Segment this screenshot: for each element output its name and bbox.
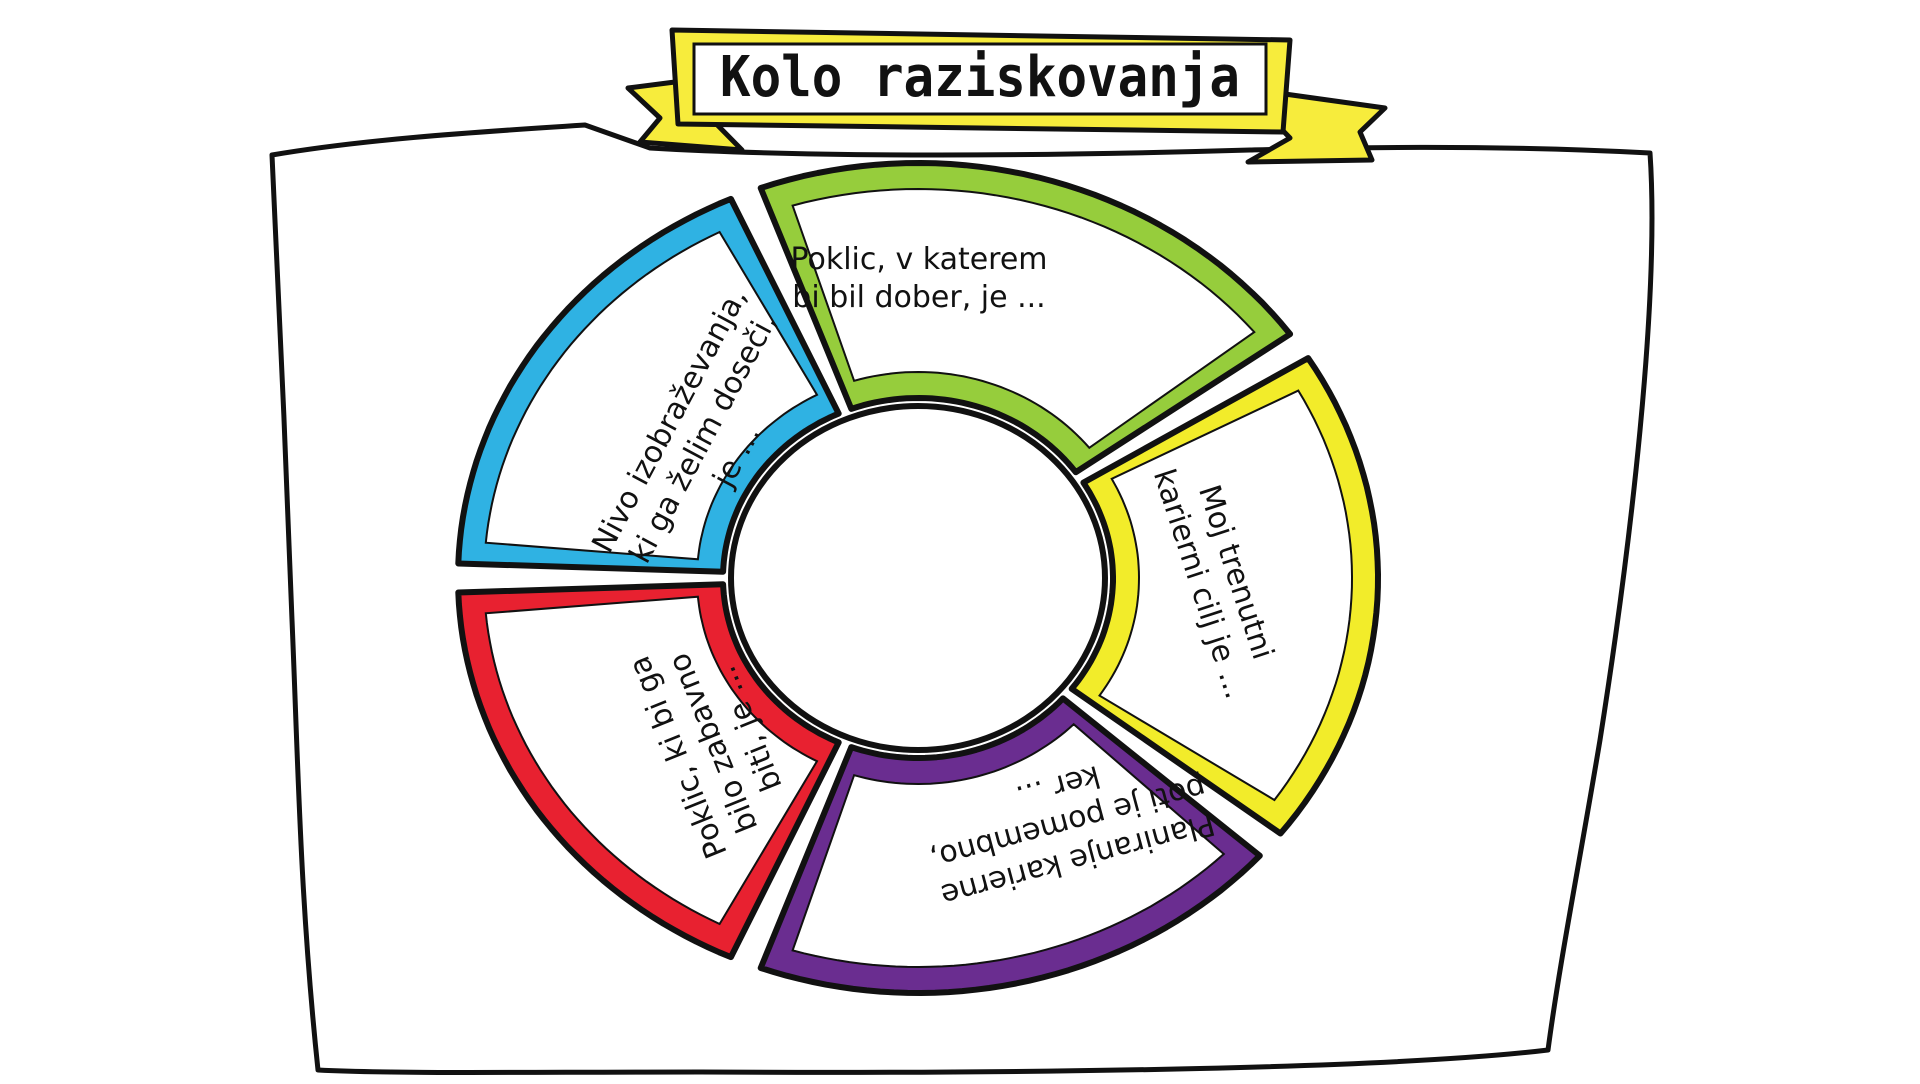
segment-writing-area-red: [484, 595, 819, 926]
segment-label-line: bi bil dober, je ...: [792, 280, 1045, 315]
wheel-segment-green: [757, 160, 1294, 476]
poster-title: Kolo raziskovanja: [720, 45, 1240, 110]
segment-writing-area-yellow: [1098, 389, 1354, 802]
wheel-segment-red: [455, 581, 842, 961]
exploration-wheel: [455, 160, 1381, 996]
wheel-segment-blue: [455, 195, 842, 575]
wheel-center-hole: [728, 403, 1108, 753]
banner-inner-panel: [692, 42, 1268, 116]
segment-writing-area-blue: [484, 230, 819, 561]
segment-label-line: Poklic, v katerem: [790, 242, 1047, 277]
wheel-segment-yellow: [1068, 355, 1381, 837]
segment-writing-area-purple: [791, 722, 1226, 969]
wheel-segment-purple: [757, 695, 1263, 996]
title-banner: Kolo raziskovanja: [625, 27, 1388, 165]
segment-writing-area-green: [791, 187, 1256, 450]
